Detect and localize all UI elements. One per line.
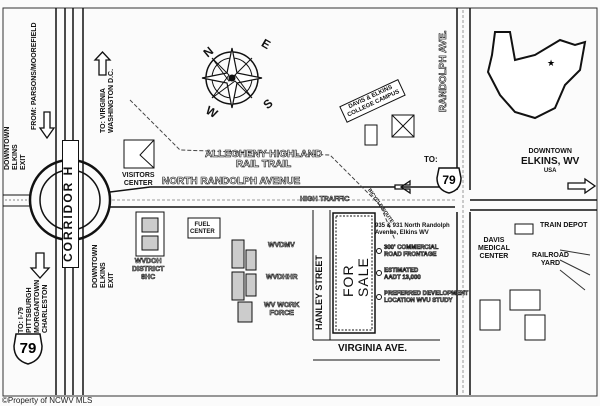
compass-rose [201,47,263,109]
from-parsons-label: FROM: PARSONS/MOOREFIELD [31,22,38,130]
high-traffic-label: HIGH TRAFFIC [300,196,350,204]
north-randolph-road [109,186,597,211]
wv-government-buildings [231,239,257,323]
hanley-street-label: HANLEY STREET [314,255,324,330]
wvdhhr-label: WVDHHR [266,274,298,282]
west-virginia-outline [486,31,587,120]
arrow-up-icon [93,51,112,76]
bullet-marker [376,248,382,254]
interstate-number: 79 [20,340,37,357]
for-sale-lot [332,212,376,334]
arrow-right-icon [567,177,597,195]
train-depot-label: TRAIN DEPOT [540,222,588,229]
medical-center-building [479,289,546,341]
wvdmv-label: WVDMV [268,242,295,250]
arrow-down-icon [38,111,56,140]
railroad-yard-tracks [559,249,591,291]
interstate-number-east: 79 [442,173,456,187]
copyright-credit: ©Property of NCWV MLS [2,396,93,405]
direction-arrows [29,51,597,279]
star-icon: ★ [547,58,555,68]
college-building [364,114,415,146]
map-frame [2,7,598,397]
corridor-h-sign [62,140,79,268]
bullet-marker [376,294,382,300]
highway-label: CORRIDOR H [61,164,75,262]
randolph-ave-label: RANDOLPH AVE. [438,30,450,112]
interstate-79-shield [13,333,43,365]
for-sale-lot-border [335,215,373,331]
wvdoh-building [135,211,165,257]
to-79-label: TO: [424,155,438,164]
bullet-marker [376,270,382,276]
visitors-center-building [123,139,155,169]
hanley-street-road [312,210,440,361]
north-randolph-label: NORTH RANDOLPH AVENUE [162,176,301,187]
randolph-ave-road [456,8,471,395]
arrow-down-icon [29,252,51,279]
virginia-ave-label: VIRGINIA AVE. [338,343,408,354]
train-depot-building [514,223,534,235]
arrow-left-icon [394,179,411,195]
interstate-79-shield-east [436,167,462,194]
fuel-center-building [187,217,221,239]
west-exit-road [3,194,30,207]
